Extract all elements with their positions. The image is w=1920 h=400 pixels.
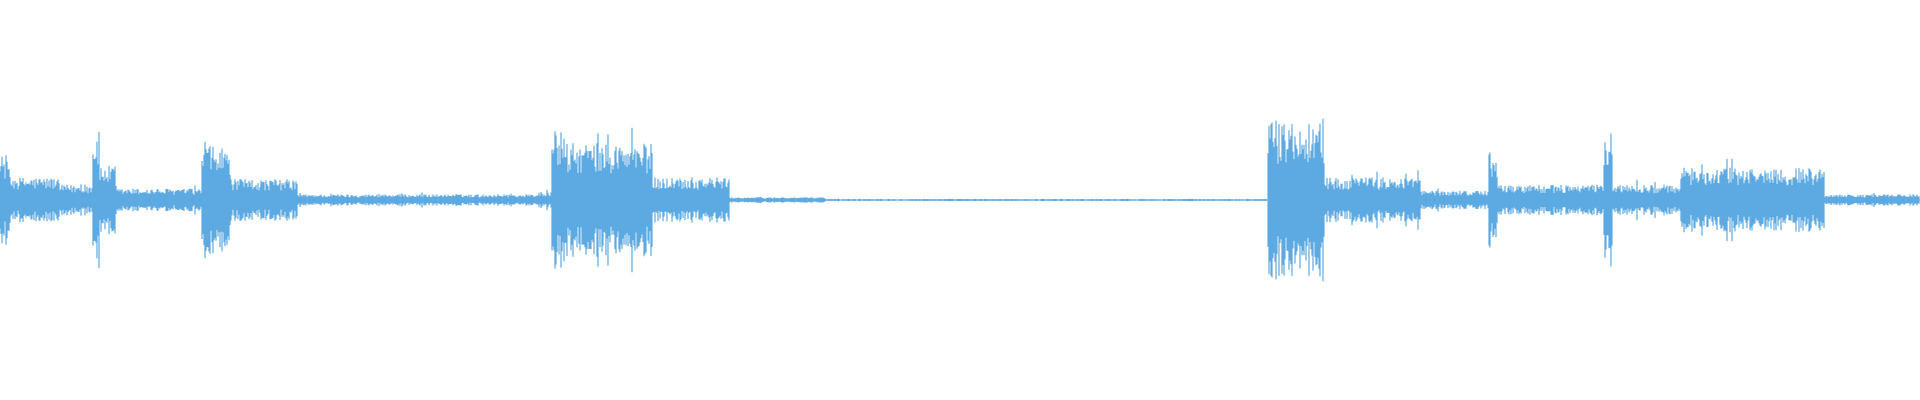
waveform-lines	[0, 118, 1920, 282]
